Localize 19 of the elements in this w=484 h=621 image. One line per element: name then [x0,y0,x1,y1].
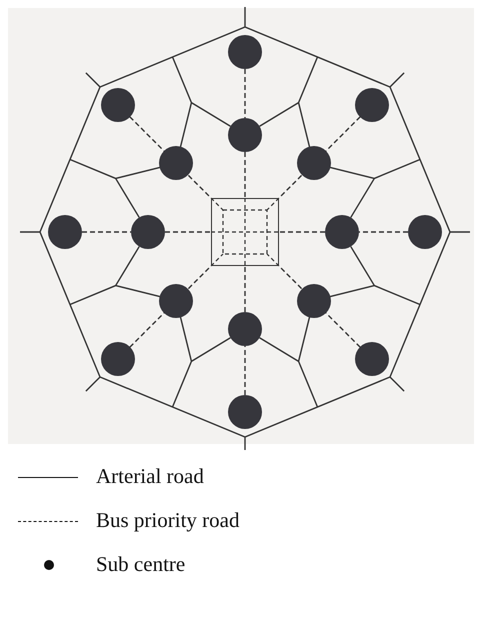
bus-priority-road [188,174,212,198]
bus-priority-road [278,266,302,290]
bus-priority-road [82,231,131,233]
legend-label: Arterial road [96,463,204,490]
bus-priority-road [188,266,212,290]
legend-label: Bus priority road [96,507,240,534]
bus-priority-road [325,116,361,152]
bus-priority-road [278,174,302,198]
bus-priority-road [279,231,325,233]
bus-priority-road [165,231,211,233]
bus-priority-road [129,116,165,152]
bus-priority-road [244,69,246,118]
bus-priority-road [244,346,246,395]
bus-priority-road [325,312,361,348]
legend-label: Sub centre [96,551,186,578]
bus-priority-road [359,231,408,233]
bus-priority-road [244,266,246,312]
bus-priority-road [244,152,246,198]
bus-priority-road [129,312,165,348]
